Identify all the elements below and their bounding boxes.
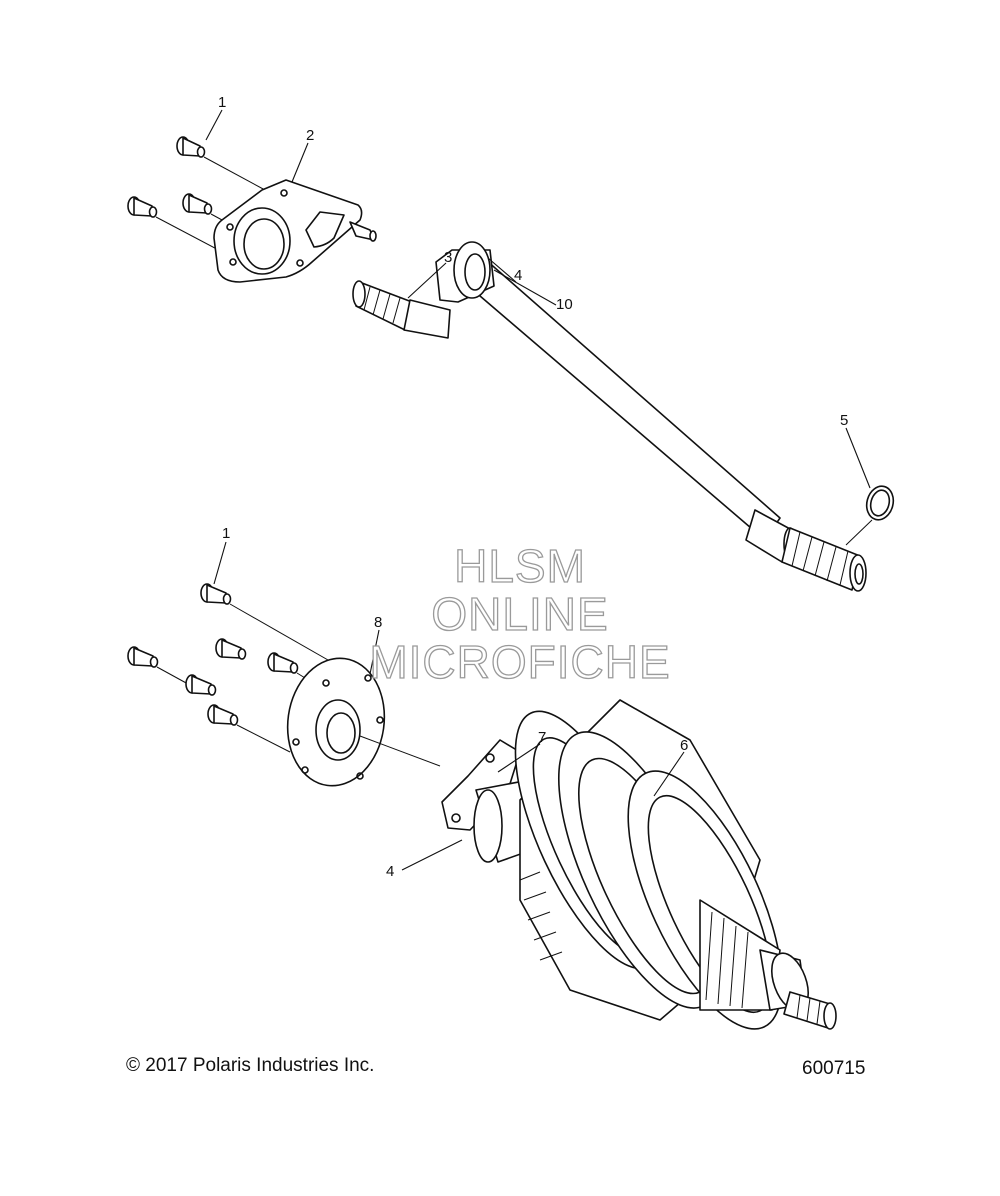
watermark-line-3: MICROFICHE	[369, 636, 670, 688]
callout-1-top: 1	[218, 94, 226, 111]
bolt-left-a	[127, 196, 158, 218]
callout-7: 7	[538, 729, 546, 746]
bolt-guide-line	[203, 156, 266, 191]
bearing-plate-8	[286, 657, 386, 787]
shaft-axis-line	[359, 735, 441, 767]
figure-number: 600715	[802, 1058, 866, 1079]
copyright-notice: © 2017 Polaris Industries Inc.	[126, 1055, 375, 1076]
callout-8: 8	[374, 614, 382, 631]
gear-cluster-6	[441, 699, 837, 1030]
bolt-guide-line	[156, 666, 189, 685]
callout-2: 2	[306, 127, 314, 144]
bolt-top-1	[176, 136, 206, 158]
bolt-bottom-c	[267, 652, 299, 674]
bolt-bottom-d	[185, 674, 217, 696]
watermark-line-1: HLSM	[454, 540, 586, 592]
output-shaft-3	[352, 241, 867, 592]
callout-1-bottom: 1	[222, 525, 230, 542]
bolt-bottom-b	[215, 638, 247, 660]
bolt-bottom-e	[207, 704, 239, 726]
bolt-guide-line	[229, 603, 343, 669]
bolt-bottom-1	[200, 583, 232, 605]
leader-10	[493, 269, 557, 306]
callout-4-bottom: 4	[386, 863, 394, 880]
bolt-left-b	[182, 193, 213, 215]
o-ring-5	[865, 485, 895, 521]
leader-1-top	[205, 109, 223, 141]
callout-3: 3	[444, 249, 452, 266]
leader-4-top	[487, 257, 517, 283]
leader-7	[497, 743, 541, 773]
watermark-line-2: ONLINE	[431, 588, 608, 640]
bolt-guide-line	[236, 724, 291, 753]
leader-4-bottom	[401, 839, 463, 871]
callout-5: 5	[840, 412, 848, 429]
callout-6: 6	[680, 737, 688, 754]
leader-3	[407, 262, 447, 299]
leader-6	[653, 751, 685, 797]
leader-2	[291, 142, 309, 183]
leader-5	[845, 427, 871, 489]
bearing-plate-2	[213, 179, 377, 283]
callout-4-top: 4	[514, 267, 522, 284]
leader-1-bottom	[213, 541, 227, 585]
callout-10: 10	[556, 296, 573, 313]
leader-8	[369, 629, 380, 675]
bolt-bottom-a	[127, 646, 159, 668]
o-ring-guide-line	[845, 519, 873, 546]
